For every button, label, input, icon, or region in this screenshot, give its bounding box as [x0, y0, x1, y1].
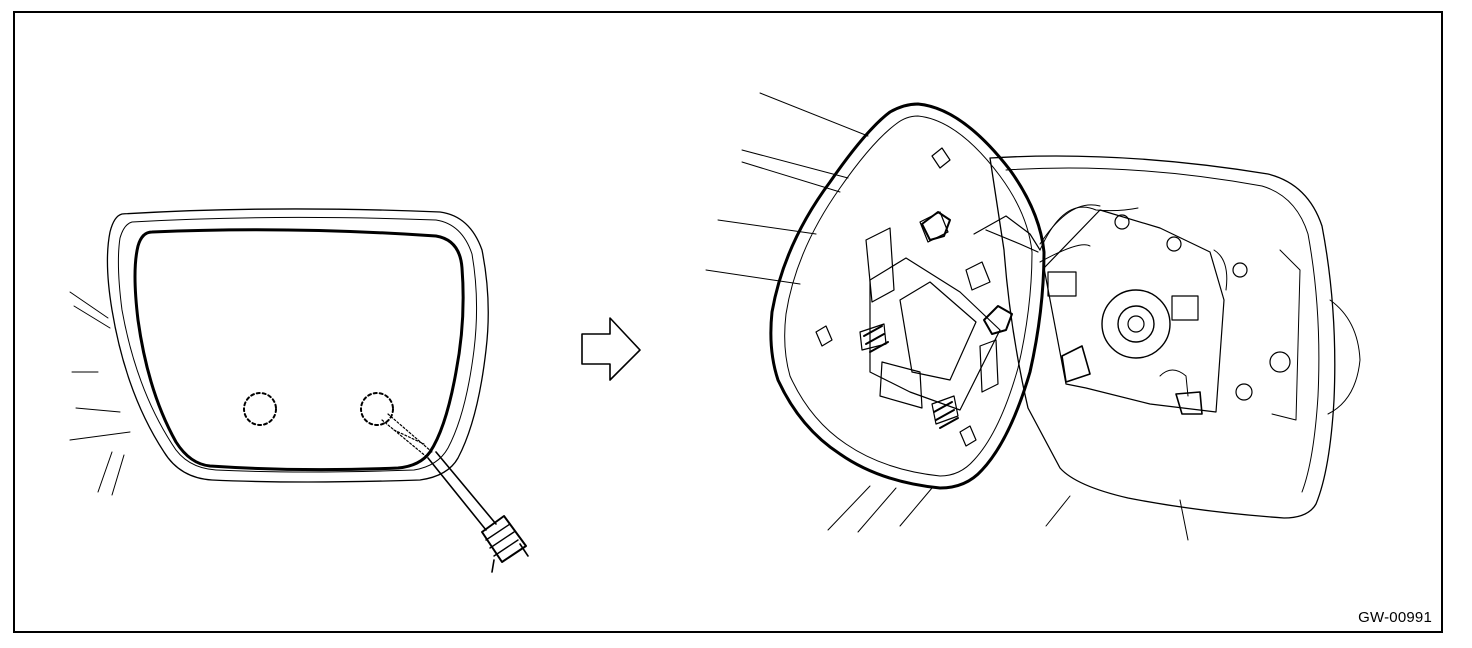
glass-back-details: [815, 147, 1041, 447]
actuator-bracket: [1043, 209, 1225, 413]
mirror-housing-outer: [106, 208, 489, 483]
mirror-removed-view: [705, 92, 1361, 541]
direction-arrow: [581, 317, 641, 381]
figure-code: GW-00991: [1358, 609, 1432, 626]
glass-clips: [863, 211, 1013, 429]
retaining-clip-right: [360, 392, 394, 426]
heater-wire: [1039, 206, 1139, 251]
mirror-glass: [133, 228, 465, 472]
mirror-glass-back: [769, 102, 1046, 490]
retaining-clip-left: [243, 392, 277, 426]
mirror-installed-view: [69, 208, 529, 573]
figure-frame: [13, 11, 1443, 633]
mirror-housing-inner: [117, 216, 478, 473]
mirror-housing: [989, 155, 1336, 519]
screwdriver: [381, 413, 529, 573]
door-background-lines: [69, 291, 131, 496]
door-lines-right: [705, 92, 1189, 541]
